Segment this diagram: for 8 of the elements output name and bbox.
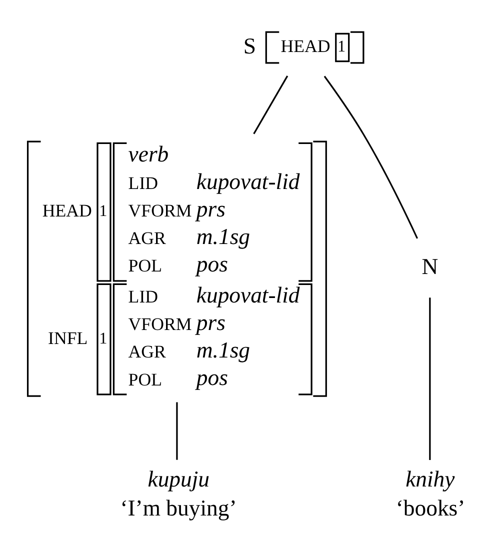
connector [324, 76, 418, 239]
node-label: S [243, 33, 256, 58]
node-text: kupuju ‘I’m buying’ [120, 466, 237, 521]
node-text: N [422, 254, 438, 280]
connector [253, 76, 288, 134]
node-text: knihy ‘books’ [396, 466, 466, 521]
connector [429, 298, 431, 460]
connector [176, 402, 178, 460]
